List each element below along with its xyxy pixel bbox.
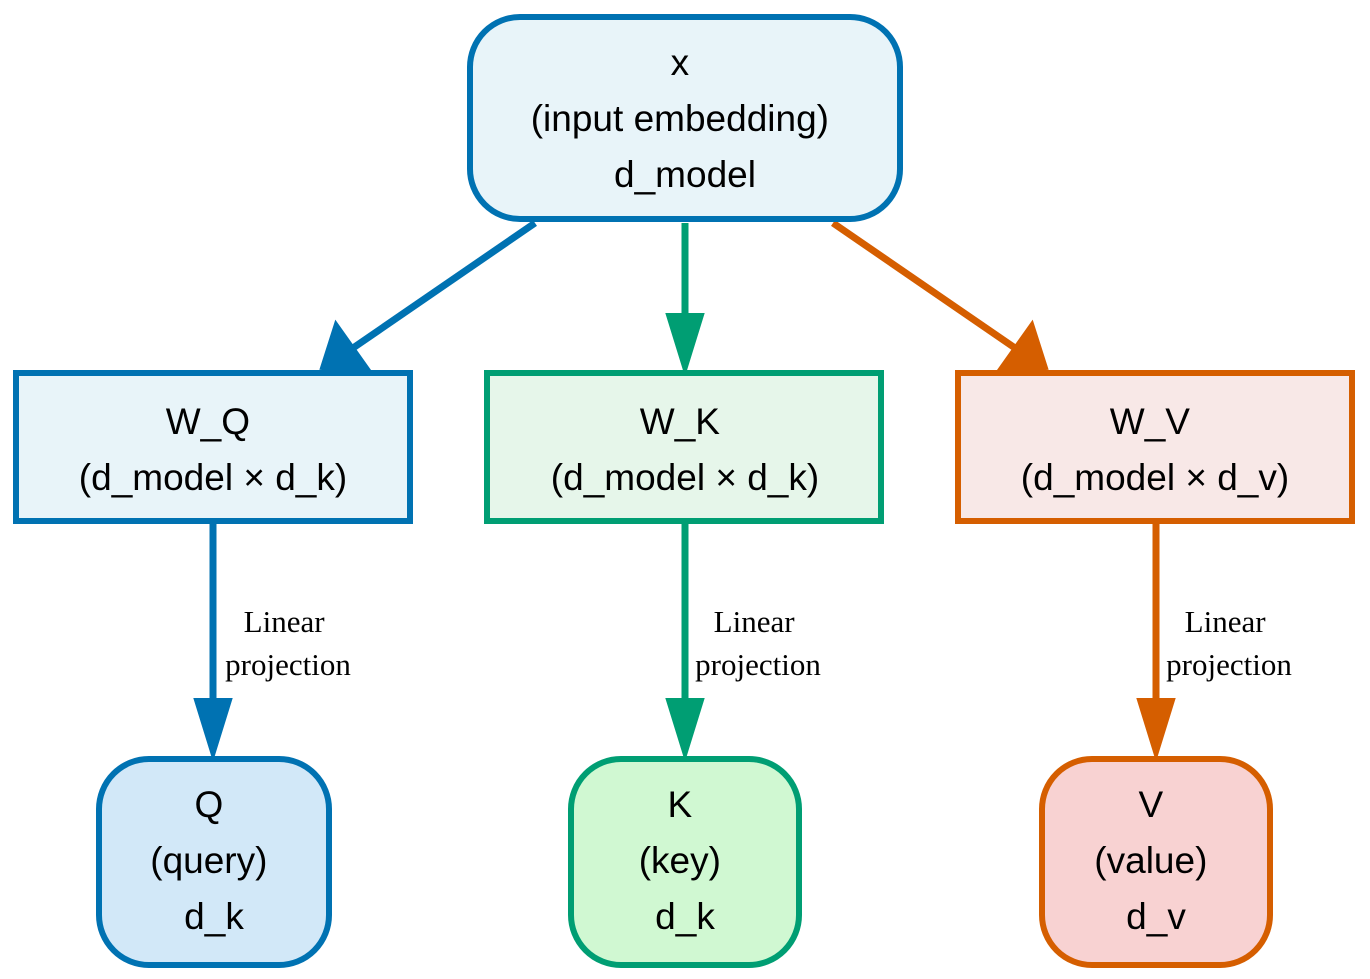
- node-weight-wk-line2: (d_model × d_k): [551, 457, 819, 498]
- edge-x-to-wq: [351, 220, 537, 351]
- node-output-q-label: Q (query) d_k: [150, 784, 277, 937]
- edge-wk-to-k-arrowhead: [665, 698, 705, 762]
- node-input-x-label: x (input embedding) d_model: [531, 42, 840, 195]
- edges: [193, 220, 1176, 762]
- node-weight-wk: W_K (d_model × d_k): [484, 370, 884, 524]
- node-output-v-box: [1039, 756, 1273, 968]
- edge-x-to-wv: [831, 220, 1017, 351]
- edge-label-wv-v: Linear projection: [1166, 604, 1292, 682]
- node-input-x: x (input embedding) d_model: [467, 14, 903, 222]
- edge-label-wk-k: Linear projection: [695, 604, 821, 682]
- edge-label-wq-q-line1: Linear: [244, 604, 326, 639]
- node-weight-wq-box: [13, 370, 413, 524]
- node-weight-wq-line2: (d_model × d_k): [79, 457, 347, 498]
- node-output-v: V (value) d_v: [1039, 756, 1273, 968]
- node-output-k-label: K (key) d_k: [639, 784, 732, 937]
- edge-label-wv-v-line2: projection: [1166, 647, 1292, 682]
- node-input-x-line2: (input embedding): [531, 98, 829, 139]
- node-weight-wk-box: [484, 370, 884, 524]
- edge-x-to-wv-arrowhead: [993, 319, 1049, 375]
- node-input-x-line3: d_model: [614, 154, 756, 195]
- edge-label-wk-k-line2: projection: [695, 647, 821, 682]
- node-output-k-box: [568, 756, 802, 968]
- node-output-k: K (key) d_k: [568, 756, 802, 968]
- node-output-q-box: [96, 756, 332, 968]
- node-output-v-line1: V: [1139, 784, 1164, 825]
- node-output-v-label: V (value) d_v: [1094, 784, 1217, 937]
- node-output-q-line1: Q: [194, 784, 223, 825]
- node-weight-wv: W_V (d_model × d_v): [955, 370, 1355, 524]
- edge-label-wq-q: Linear projection: [225, 604, 351, 682]
- node-weight-wv-box: [955, 370, 1355, 524]
- node-output-k-line2: (key): [639, 840, 721, 881]
- node-weight-wq-label: W_Q (d_model × d_k): [79, 401, 347, 498]
- node-output-k-line3: d_k: [655, 896, 715, 937]
- edge-wv-to-v-arrowhead: [1136, 698, 1176, 762]
- node-weight-wv-line2: (d_model × d_v): [1021, 457, 1289, 498]
- edge-label-wv-v-line1: Linear: [1185, 604, 1267, 639]
- node-weight-wv-label: W_V (d_model × d_v): [1021, 401, 1289, 498]
- edge-x-to-wk-arrowhead: [665, 313, 705, 377]
- edge-label-wq-q-line2: projection: [225, 647, 351, 682]
- node-weight-wk-label: W_K (d_model × d_k): [551, 401, 819, 498]
- node-weight-wq: W_Q (d_model × d_k): [13, 370, 413, 524]
- node-output-q: Q (query) d_k: [96, 756, 332, 968]
- edge-x-to-wq-arrowhead: [319, 319, 375, 375]
- node-output-v-line2: (value): [1094, 840, 1207, 881]
- node-output-q-line2: (query): [150, 840, 267, 881]
- node-weight-wv-line1: W_V: [1110, 401, 1191, 442]
- edge-wq-to-q-arrowhead: [193, 698, 233, 762]
- node-weight-wk-line1: W_K: [640, 401, 721, 442]
- node-weight-wq-line1: W_Q: [166, 401, 250, 442]
- node-output-k-line1: K: [668, 784, 693, 825]
- edge-labels: Linear projection Linear projection Line…: [225, 604, 1292, 682]
- edge-label-wk-k-line1: Linear: [714, 604, 796, 639]
- node-input-x-line1: x: [671, 42, 690, 83]
- node-input-x-box: [467, 14, 903, 222]
- node-output-q-line3: d_k: [184, 896, 244, 937]
- node-output-v-line3: d_v: [1126, 896, 1186, 937]
